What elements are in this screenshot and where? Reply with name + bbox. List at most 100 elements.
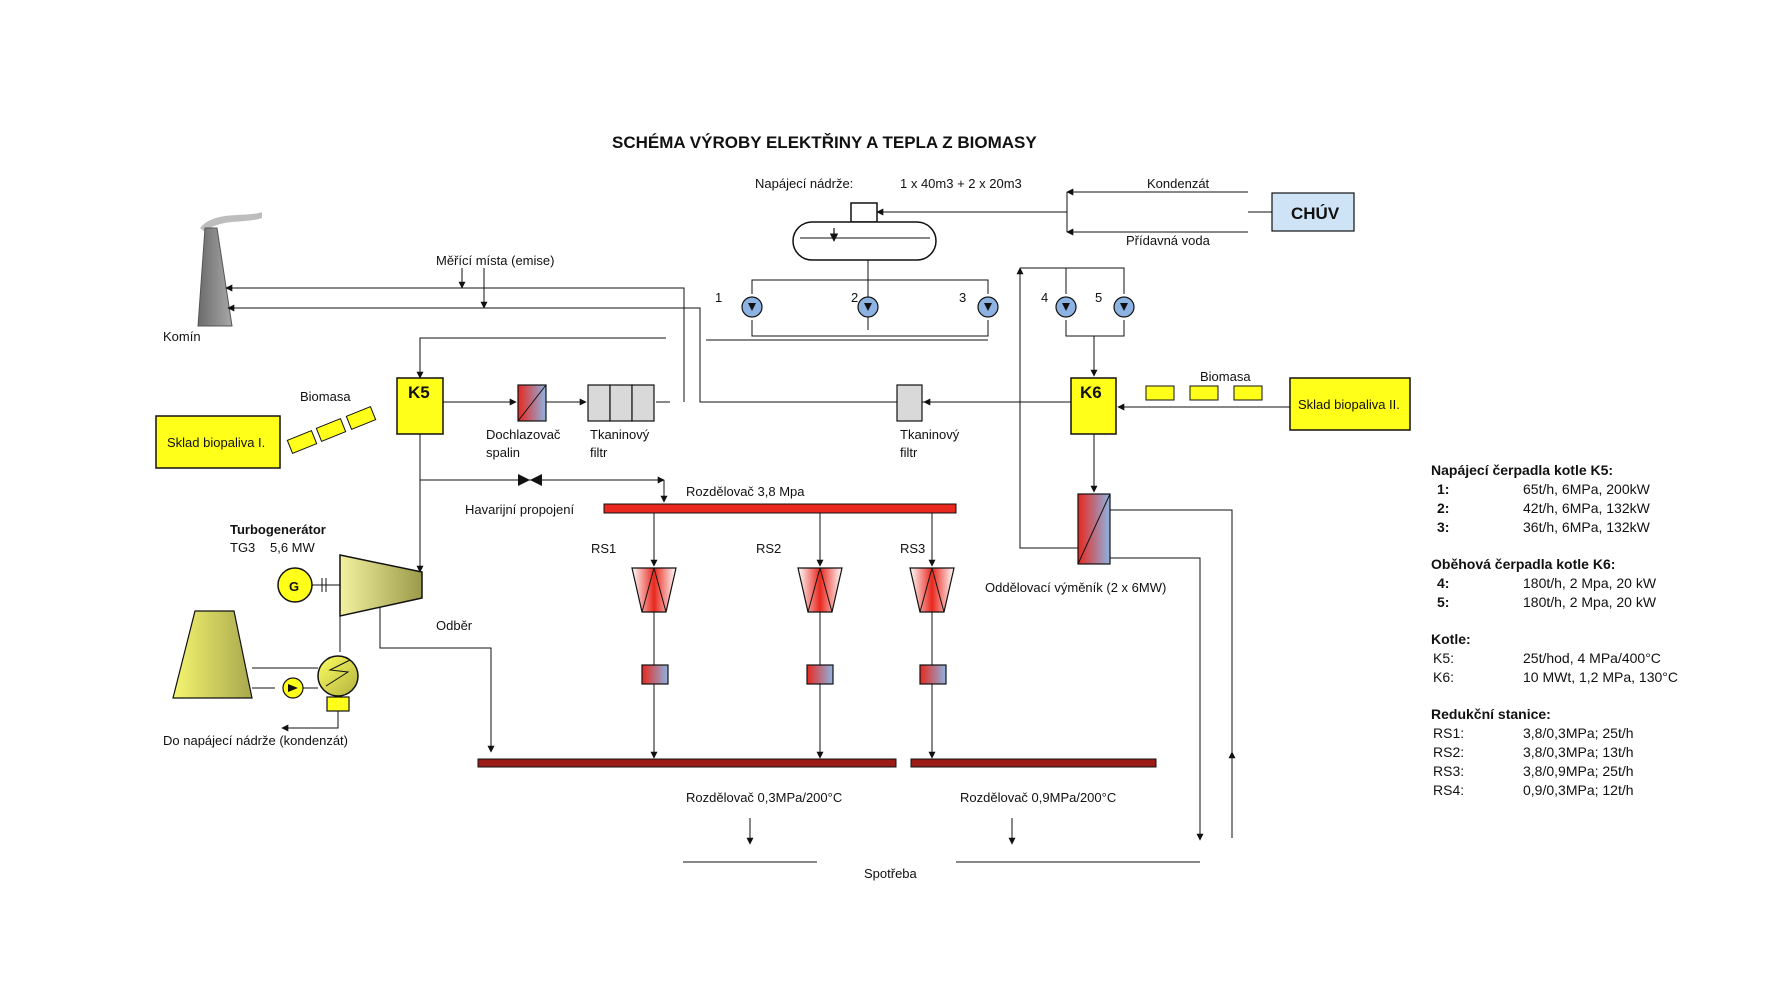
spec-key: 3: <box>1437 519 1450 535</box>
condenser <box>317 655 359 712</box>
biomass-conveyor-left <box>286 405 377 455</box>
cooling-tower <box>172 610 253 699</box>
storage-1-label: Sklad biopaliva I. <box>167 435 265 450</box>
makeup-water-label: Přídavná voda <box>1126 233 1211 248</box>
generator-label: G <box>289 579 299 594</box>
filter-2-label-2: filtr <box>900 445 918 460</box>
feed-tanks-size-label: 1 x 40m3 + 2 x 20m3 <box>900 176 1022 191</box>
distributor-38-label: Rozdělovač 3,8 Mpa <box>686 484 805 499</box>
spec-key: RS1: <box>1433 725 1465 741</box>
chimney <box>197 227 233 327</box>
reducing-station-rs3 <box>909 513 955 759</box>
flue-cooler-label-2: spalin <box>486 445 520 460</box>
turbogenerator-label: Turbogenerátor <box>230 522 326 537</box>
spec-row: RS3:3,8/0,9MPa; 25t/h <box>1431 762 1761 781</box>
k6-pump-discharge-header <box>1065 320 1125 337</box>
condensate-return-line <box>281 711 339 732</box>
spec-value: 180t/h, 2 Mpa, 20 kW <box>1523 575 1657 591</box>
spec-heading: Redukční stanice: <box>1431 706 1551 722</box>
spec-value: 42t/h, 6MPa, 132kW <box>1523 500 1650 516</box>
spec-row: 5: 180t/h, 2 Mpa, 20 kW <box>1431 593 1761 612</box>
spec-value: 180t/h, 2 Mpa, 20 kW <box>1523 594 1657 610</box>
tg3-power-label: 5,6 MW <box>270 540 316 555</box>
rs2-label: RS2 <box>756 541 781 556</box>
reducing-station-rs2 <box>797 513 843 759</box>
k6-return-loop <box>1016 267 1078 549</box>
k5-flue-to-chimney <box>225 284 685 402</box>
spec-row: 2: 42t/h, 6MPa, 132kW <box>1431 499 1761 518</box>
distributor-09-label: Rozdělovač 0,9MPa/200°C <box>960 790 1116 805</box>
pump-3 <box>977 296 999 318</box>
turbine-extraction-line <box>379 607 495 753</box>
extraction-label: Odběr <box>436 618 473 633</box>
chimney-label: Komín <box>163 329 201 344</box>
heating-supply-line <box>1110 557 1204 841</box>
spec-row: RS4: 0,9/0,3MPa; 12t/h <box>1431 781 1761 800</box>
measuring-points-label: Měřící místa (emise) <box>436 253 554 268</box>
consumption-label: Spotřeba <box>864 866 918 881</box>
pump-2 <box>857 296 879 318</box>
to-feed-tank-label: Do napájecí nádrže (kondenzát) <box>163 733 348 748</box>
heating-return-line <box>1110 509 1233 838</box>
boiler-k6-label: K6 <box>1080 383 1102 402</box>
boiler-k5 <box>396 377 444 435</box>
spec-key: 2: <box>1437 500 1450 516</box>
spec-value: 65t/h, 6MPa, 200kW <box>1523 481 1650 497</box>
feed-tank-dome <box>850 202 878 223</box>
turbine-coupling <box>312 578 340 592</box>
spec-key: RS2: <box>1433 744 1465 760</box>
flue-cooler <box>517 384 547 422</box>
emergency-valve <box>518 474 542 486</box>
spec-row: 1: 65t/h, 6MPa, 200kW <box>1431 480 1761 499</box>
separating-exchanger-label: Oddělovací výměník (2 x 6MW) <box>985 580 1166 595</box>
diagram-title: SCHÉMA VÝROBY ELEKTŘINY A TEPLA Z BIOMAS… <box>612 133 1037 152</box>
rs1-label: RS1 <box>591 541 616 556</box>
spec-value: 3,8/0,9MPa; 25t/h <box>1523 763 1634 779</box>
tg3-label: TG3 <box>230 540 255 555</box>
distributor-38 <box>603 503 957 514</box>
pump-5 <box>1113 296 1135 318</box>
spec-row: 4: 180t/h, 2 Mpa, 20 kW <box>1431 574 1761 593</box>
pump-1 <box>741 296 763 318</box>
pump-4 <box>1055 296 1077 318</box>
emergency-label: Havarijní propojení <box>465 502 575 517</box>
pump-5-label: 5 <box>1095 290 1102 305</box>
spec-key: 4: <box>1437 575 1450 591</box>
turbine <box>339 554 423 617</box>
spec-row: K5:25t/hod, 4 MPa/400°C <box>1431 649 1761 668</box>
distributor-09 <box>910 758 1157 768</box>
spec-key: K5: <box>1433 650 1455 666</box>
distributor-03 <box>477 758 897 768</box>
separating-heat-exchanger <box>1077 493 1111 565</box>
k6-pump-suction-header <box>1065 267 1125 294</box>
spec-key: 1: <box>1437 481 1450 497</box>
spec-value: 36t/h, 6MPa, 132kW <box>1523 519 1650 535</box>
spec-key: K6: <box>1433 669 1455 685</box>
storage-2 <box>1289 377 1411 431</box>
spec-row: RS1:3,8/0,3MPa; 25t/h <box>1431 724 1761 743</box>
spec-heading: Oběhová čerpadla kotle K6: <box>1431 556 1616 572</box>
fabric-filter-2 <box>896 384 923 422</box>
pump-suction-header <box>751 279 989 294</box>
distributor-03-label: Rozdělovač 0,3MPa/200°C <box>686 790 842 805</box>
k6-flue-to-chimney <box>227 304 1014 403</box>
spec-key: RS4: <box>1433 782 1465 798</box>
pump-2-label: 2 <box>851 290 858 305</box>
biomass-left-label: Biomasa <box>300 389 351 404</box>
k5-feedwater-line <box>416 337 666 379</box>
chuv-unit <box>1271 192 1355 232</box>
filter-2-label-1: Tkaninový <box>900 427 960 442</box>
spec-heading: Napájecí čerpadla kotle K5: <box>1431 462 1614 478</box>
specification-panel: Napájecí čerpadla kotle K5: 1: 65t/h, 6MPa… <box>1431 461 1761 800</box>
biomass-conveyor-right <box>1145 385 1263 401</box>
flue-cooler-label-1: Dochlazovač <box>486 427 561 442</box>
pump-3-label: 3 <box>959 290 966 305</box>
spec-row: RS2:3,8/0,3MPa; 13t/h <box>1431 743 1761 762</box>
boiler-k5-label: K5 <box>408 383 430 402</box>
spec-key: 5: <box>1437 594 1450 610</box>
condensate-label: Kondenzát <box>1147 176 1210 191</box>
biomass-right-label: Biomasa <box>1200 369 1251 384</box>
spec-heading: Kotle: <box>1431 631 1471 647</box>
filter-1-label-1: Tkaninový <box>590 427 650 442</box>
spec-value: 0,9/0,3MPa; 12t/h <box>1523 782 1634 798</box>
